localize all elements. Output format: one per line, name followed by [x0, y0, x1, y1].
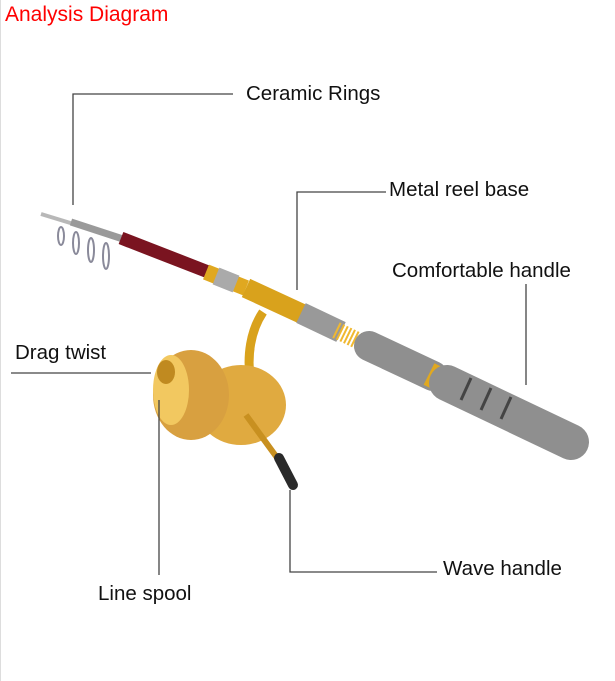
leader-lines [11, 93, 527, 575]
ceramic-rings [57, 226, 110, 270]
rod-blank [118, 231, 219, 282]
label-line-spool: Line spool [98, 582, 192, 605]
label-wave-handle: Wave handle [443, 557, 562, 580]
wave-handle-knob [274, 453, 298, 490]
metal-reel-base [241, 278, 316, 328]
rod-tip [40, 212, 128, 244]
label-comfortable-handle: Comfortable handle [392, 259, 571, 282]
foam-handle [429, 365, 589, 460]
spinning-reel [153, 309, 298, 490]
label-drag-twist: Drag twist [15, 341, 107, 364]
label-ceramic-rings: Ceramic Rings [246, 82, 381, 105]
drag-knob [157, 360, 175, 384]
label-metal-reel-base: Metal reel base [389, 178, 530, 201]
foam-grip-front [354, 331, 448, 391]
diagram-title: Analysis Diagram [5, 3, 169, 26]
